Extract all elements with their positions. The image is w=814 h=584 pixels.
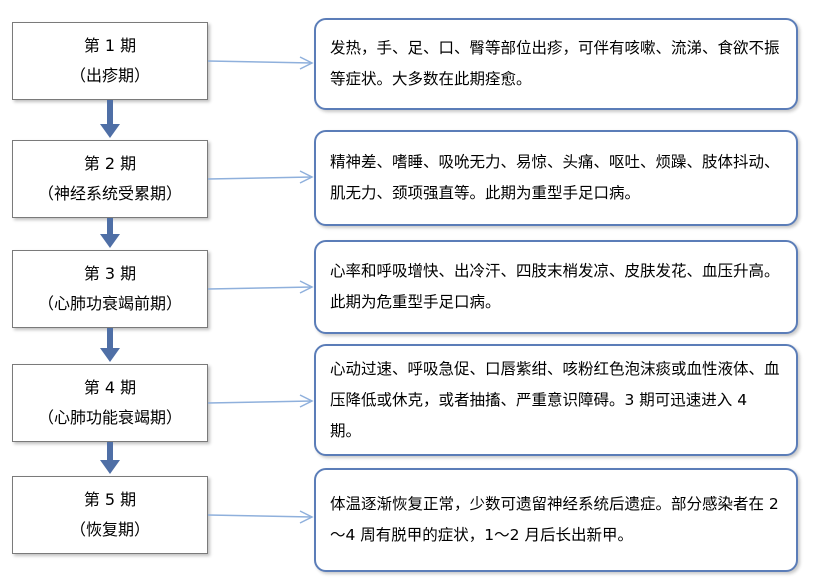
down-arrow-4-5 bbox=[100, 442, 120, 474]
down-arrow-3-4 bbox=[100, 328, 120, 362]
stage-box-4: 第 4 期 （心肺功能衰竭期） bbox=[12, 364, 208, 442]
stage-box-5: 第 5 期 （恢复期） bbox=[12, 476, 208, 554]
stage-title-4: 第 4 期 bbox=[83, 378, 137, 397]
stage-title-2: 第 2 期 bbox=[83, 154, 137, 173]
description-box-5: 体温逐渐恢复正常，少数可遗留神经系统后遗症。部分感染者在 2～4 周有脱甲的症状… bbox=[314, 468, 798, 572]
stage-subtitle-4: （心肺功能衰竭期） bbox=[37, 408, 182, 427]
stage-subtitle-5: （恢复期） bbox=[69, 520, 150, 539]
description-text-1: 发热，手、足、口、臀等部位出疹，可伴有咳嗽、流涕、食欲不振等症状。大多数在此期痊… bbox=[330, 39, 780, 88]
stage-title-5: 第 5 期 bbox=[83, 490, 137, 509]
stage-subtitle-2: （神经系统受累期） bbox=[37, 184, 182, 203]
stage-title-3: 第 3 期 bbox=[83, 264, 137, 283]
stage-box-2: 第 2 期 （神经系统受累期） bbox=[12, 140, 208, 218]
stage-box-1: 第 1 期 （出疹期） bbox=[12, 22, 208, 100]
stage-box-3: 第 3 期 （心肺功衰竭前期） bbox=[12, 250, 208, 328]
description-text-5: 体温逐渐恢复正常，少数可遗留神经系统后遗症。部分感染者在 2～4 周有脱甲的症状… bbox=[330, 495, 779, 544]
description-box-4: 心动过速、呼吸急促、口唇紫绀、咳粉红色泡沫痰或血性液体、血压降低或休克，或者抽搐… bbox=[314, 344, 798, 456]
link-arrow-3 bbox=[207, 280, 314, 294]
down-arrow-2-3 bbox=[100, 218, 120, 248]
link-arrow-4 bbox=[207, 394, 314, 408]
down-arrow-1-2 bbox=[100, 100, 120, 138]
description-text-2: 精神差、嗜睡、吸吮无力、易惊、头痛、呕吐、烦躁、肢体抖动、肌无力、颈项强直等。此… bbox=[330, 153, 780, 202]
link-arrow-1 bbox=[207, 56, 314, 70]
description-box-3: 心率和呼吸增快、出冷汗、四肢末梢发凉、皮肤发花、血压升高。此期为危重型手足口病。 bbox=[314, 240, 798, 334]
link-arrow-2 bbox=[207, 170, 314, 184]
description-box-1: 发热，手、足、口、臀等部位出疹，可伴有咳嗽、流涕、食欲不振等症状。大多数在此期痊… bbox=[314, 18, 798, 110]
stage-subtitle-3: （心肺功衰竭前期） bbox=[37, 294, 182, 313]
description-box-2: 精神差、嗜睡、吸吮无力、易惊、头痛、呕吐、烦躁、肢体抖动、肌无力、颈项强直等。此… bbox=[314, 130, 798, 226]
stage-title-1: 第 1 期 bbox=[83, 36, 137, 55]
description-text-3: 心率和呼吸增快、出冷汗、四肢末梢发凉、皮肤发花、血压升高。此期为危重型手足口病。 bbox=[330, 262, 780, 311]
description-text-4: 心动过速、呼吸急促、口唇紫绀、咳粉红色泡沫痰或血性液体、血压降低或休克，或者抽搐… bbox=[330, 359, 780, 440]
stage-subtitle-1: （出疹期） bbox=[69, 66, 150, 85]
link-arrow-5 bbox=[207, 510, 314, 524]
